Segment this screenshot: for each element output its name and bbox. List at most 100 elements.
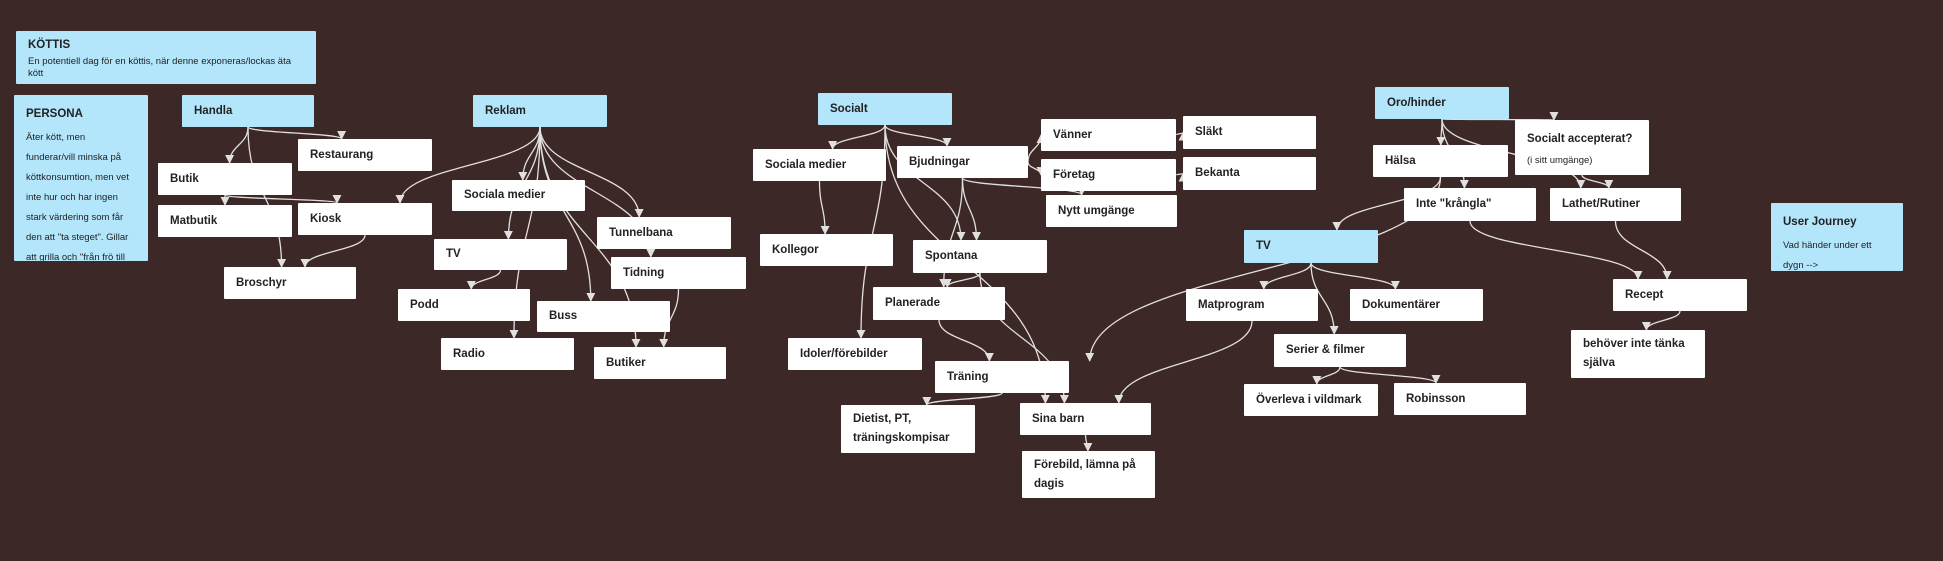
note-title: Träning xyxy=(947,370,989,383)
note-title: TV xyxy=(446,248,461,260)
sticky-note-matbutik[interactable]: Matbutik xyxy=(158,205,292,237)
connector-socialt-to-bjudningar xyxy=(884,124,952,147)
connector-sociala_medier_s-to-kollegor xyxy=(818,180,830,235)
note-text: Äter kött, men funderar/vill minska på k… xyxy=(26,132,129,261)
sticky-note-buss[interactable]: Buss xyxy=(537,301,670,332)
connector-bjudningar-to-vanner xyxy=(1027,134,1046,163)
sticky-note-socialt-acc[interactable]: Socialt accepterat?(i sitt umgänge) xyxy=(1515,120,1649,175)
sticky-note-podd[interactable]: Podd xyxy=(398,289,530,321)
note-text: (i sitt umgänge) xyxy=(1527,155,1593,166)
note-title: behöver inte tänka själva xyxy=(1583,338,1685,369)
sticky-note-butiker[interactable]: Butiker xyxy=(594,347,726,379)
sticky-note-halsa[interactable]: Hälsa xyxy=(1373,145,1508,177)
connector-serier-to-robinsson xyxy=(1339,366,1441,384)
sticky-note-forebild[interactable]: Förebild, lämna på dagis xyxy=(1022,451,1155,498)
sticky-note-serier[interactable]: Serier & filmer xyxy=(1274,334,1406,367)
connector-vanner-to-slakt xyxy=(1175,131,1188,141)
connector-krangla-to-recept xyxy=(1469,220,1643,280)
sticky-note-matprogram[interactable]: Matprogram xyxy=(1186,289,1318,321)
sticky-note-traning[interactable]: Träning xyxy=(935,361,1069,393)
note-title: Släkt xyxy=(1195,126,1223,138)
sticky-note-tunnelbana[interactable]: Tunnelbana xyxy=(597,217,731,249)
note-title: Idoler/förebilder xyxy=(800,347,888,360)
note-title: Matprogram xyxy=(1198,298,1265,311)
sticky-note-handla[interactable]: Handla xyxy=(182,95,314,127)
sticky-note-dietist[interactable]: Dietist, PT, träningskompisar xyxy=(841,405,975,453)
sticky-note-recept[interactable]: Recept xyxy=(1613,279,1747,311)
sticky-note-sina-barn[interactable]: Sina barn xyxy=(1020,403,1151,435)
sticky-note-socialt[interactable]: Socialt xyxy=(818,93,952,125)
note-title: Vänner xyxy=(1053,128,1092,141)
note-title: Spontana xyxy=(925,250,978,262)
sticky-note-radio[interactable]: Radio xyxy=(441,338,574,370)
sticky-note-bekanta[interactable]: Bekanta xyxy=(1183,157,1316,190)
connector-spontana-to-planerade xyxy=(942,272,981,288)
sticky-note-reklam[interactable]: Reklam xyxy=(473,95,607,127)
connector-reklam-to-tunnelbana xyxy=(539,126,644,218)
connector-bjudningar-to-nytt_umgange xyxy=(961,177,1087,196)
connector-tv_blue-to-dokumentarer xyxy=(1310,262,1400,290)
connector-lathet-to-recept xyxy=(1614,220,1672,280)
connector-socialt-to-spontana xyxy=(884,124,966,241)
sticky-note-kollegor[interactable]: Kollegor xyxy=(760,234,893,266)
note-title: Buss xyxy=(549,310,578,322)
connector-oro-to-socialt_acc xyxy=(1441,111,1557,121)
connector-bjudningar-to-foretag xyxy=(1027,161,1046,176)
note-title: Matbutik xyxy=(170,214,218,227)
note-title: Hälsa xyxy=(1385,154,1416,167)
sticky-note-idoler[interactable]: Idoler/förebilder xyxy=(788,338,922,370)
sticky-note-sociala-medier-s[interactable]: Sociala medier xyxy=(753,149,886,181)
sticky-note-tv-r[interactable]: TV xyxy=(434,239,567,270)
sticky-note-butik[interactable]: Butik xyxy=(158,163,292,195)
sticky-note-foretag[interactable]: Företag xyxy=(1041,159,1176,191)
note-title: Planerade xyxy=(885,297,940,309)
sticky-note-krangla[interactable]: Inte "krångla" xyxy=(1404,188,1536,221)
note-title: Förebild, lämna på dagis xyxy=(1034,458,1136,490)
connector-sina_barn-to-forebild xyxy=(1083,434,1093,452)
sticky-note-bjudningar[interactable]: Bjudningar xyxy=(897,146,1028,178)
sticky-note-vanner[interactable]: Vänner xyxy=(1041,119,1176,151)
note-title: Robinsson xyxy=(1406,392,1466,405)
connector-matprogram-to-sina_barn xyxy=(1114,320,1253,404)
connector-tidning-to-butiker xyxy=(659,288,680,348)
note-title: Dokumentärer xyxy=(1362,298,1440,311)
sticky-note-spontana[interactable]: Spontana xyxy=(913,240,1047,273)
connector-handla-to-broschyr xyxy=(247,126,287,268)
connector-traning-to-dietist xyxy=(922,392,1003,406)
sticky-note-oro[interactable]: Oro/hinder xyxy=(1375,87,1509,119)
note-title: Kiosk xyxy=(310,212,342,225)
note-title: Butiker xyxy=(606,356,646,369)
sticky-note-dokumentarer[interactable]: Dokumentärer xyxy=(1350,289,1483,321)
sticky-note-behover[interactable]: behöver inte tänka själva xyxy=(1571,330,1705,378)
connector-reklam-to-kiosk xyxy=(395,126,541,204)
sticky-note-tidning[interactable]: Tidning xyxy=(611,257,746,289)
connector-planerade-to-traning xyxy=(938,319,994,362)
note-title: Sociala medier xyxy=(765,158,847,171)
connector-kiosk-to-broschyr xyxy=(300,234,366,268)
sticky-note-sociala-medier-r[interactable]: Sociala medier xyxy=(452,180,585,211)
connector-halsa-to-tv_blue xyxy=(1332,176,1442,231)
connector-serier-to-overleva xyxy=(1312,366,1341,385)
connector-recept-to-behover xyxy=(1641,310,1681,331)
sticky-note-overleva[interactable]: Överleva i vildmark xyxy=(1244,384,1378,416)
sticky-note-kiosk[interactable]: Kiosk xyxy=(298,203,432,235)
sticky-note-tv-blue[interactable]: TV xyxy=(1244,230,1378,263)
connector-handla-to-butik xyxy=(225,126,249,164)
sticky-note-nytt-umgange[interactable]: Nytt umgänge xyxy=(1046,195,1177,227)
sticky-note-restaurang[interactable]: Restaurang xyxy=(298,139,432,171)
note-title: Handla xyxy=(194,104,233,117)
note-title: User Journey xyxy=(1783,216,1857,228)
note-title: Restaurang xyxy=(310,148,374,161)
sticky-note-robinsson[interactable]: Robinsson xyxy=(1394,383,1526,415)
connector-handla-to-restaurang xyxy=(247,126,347,140)
sticky-note-lathet[interactable]: Lathet/Rutiner xyxy=(1550,188,1681,221)
note-title: Butik xyxy=(170,172,199,185)
sticky-note-slakt[interactable]: Släkt xyxy=(1183,116,1316,149)
note-title: Reklam xyxy=(485,104,526,117)
sticky-note-planerade[interactable]: Planerade xyxy=(873,287,1005,320)
sticky-note-broschyr[interactable]: Broschyr xyxy=(224,267,356,299)
note-title: Tidning xyxy=(623,266,665,279)
